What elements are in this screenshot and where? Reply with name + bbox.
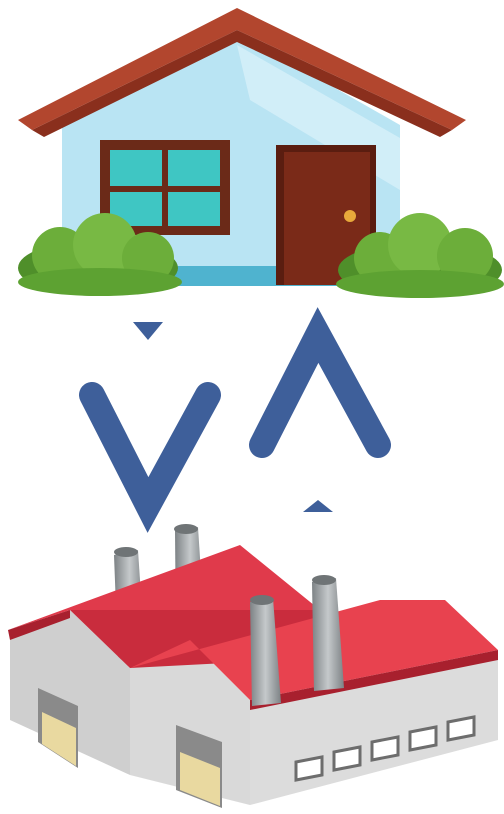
house-icon xyxy=(18,8,504,298)
arrow-up-icon xyxy=(262,335,378,512)
factory-window xyxy=(448,717,474,740)
factory-window xyxy=(334,747,360,770)
factory-icon xyxy=(8,524,498,808)
door-knob xyxy=(344,210,356,222)
factory-chimney-front-right xyxy=(312,575,344,691)
arrow-down-icon xyxy=(92,322,208,505)
factory-window xyxy=(296,757,322,780)
factory-window xyxy=(372,737,398,760)
factory-window xyxy=(410,727,436,750)
